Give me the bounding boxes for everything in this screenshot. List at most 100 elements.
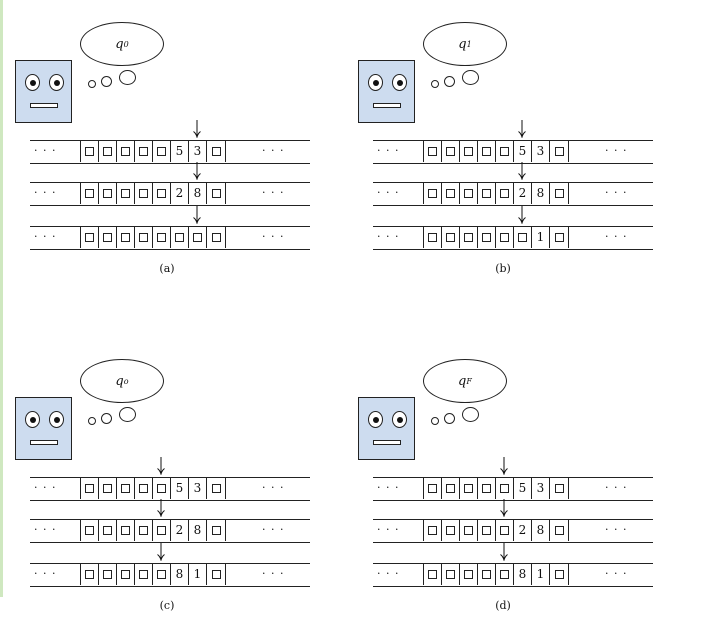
- state-subscript: o: [123, 376, 129, 386]
- state-label: q: [458, 373, 467, 389]
- robot-head: [15, 60, 72, 123]
- state-label: q: [115, 36, 124, 52]
- blank-symbol-icon: [85, 569, 94, 579]
- blank-symbol-icon: [157, 483, 166, 493]
- tape-cell: 1: [532, 226, 550, 248]
- thought-dot-3: [119, 407, 136, 422]
- tape-left-ellipsis: · · ·: [377, 567, 400, 580]
- tape-cell: [189, 226, 207, 248]
- tape-cell: [153, 477, 171, 499]
- thought-dot-2: [444, 76, 455, 87]
- cell-symbol: 8: [193, 523, 202, 537]
- left-pupil: [373, 80, 379, 86]
- blank-symbol-icon: [464, 483, 473, 493]
- panel-caption: (c): [159, 599, 175, 612]
- tape-cell: [99, 563, 117, 585]
- tape-cell: [478, 140, 496, 162]
- tape-cell: [117, 519, 135, 541]
- head-arrow-icon: [500, 543, 508, 561]
- cell-symbol: 1: [536, 567, 545, 581]
- blank-symbol-icon: [121, 232, 130, 242]
- tape-cell: 8: [189, 519, 207, 541]
- tape-right-ellipsis: · · ·: [605, 523, 628, 536]
- tape-cell: [135, 182, 153, 204]
- cell-symbol: 3: [536, 481, 545, 495]
- tape-cell: [442, 563, 460, 585]
- blank-symbol-icon: [464, 232, 473, 242]
- blank-symbol-icon: [157, 232, 166, 242]
- tape-cell: [424, 519, 442, 541]
- tape-cell: [550, 140, 568, 162]
- blank-symbol-icon: [554, 525, 564, 535]
- robot-head: [15, 397, 72, 460]
- blank-symbol-icon: [139, 146, 148, 156]
- right-eye-icon: [49, 74, 64, 91]
- tape-cell: [135, 477, 153, 499]
- blank-symbol-icon: [139, 525, 148, 535]
- tape-cell: 3: [189, 140, 207, 162]
- state-label: q: [458, 36, 467, 52]
- tape-right-ellipsis: · · ·: [262, 186, 285, 199]
- tape-cell: [442, 140, 460, 162]
- tape-cell: [550, 563, 568, 585]
- blank-symbol-icon: [446, 569, 455, 579]
- blank-symbol-icon: [500, 569, 509, 579]
- tape-cell: [496, 519, 514, 541]
- blank-symbol-icon: [554, 569, 564, 579]
- thought-dot-3: [119, 70, 136, 85]
- tape-right-ellipsis: · · ·: [605, 144, 628, 157]
- tape-cell: [81, 140, 99, 162]
- blank-symbol-icon: [103, 483, 112, 493]
- blank-symbol-icon: [121, 146, 130, 156]
- left-pupil: [373, 417, 379, 423]
- blank-symbol-icon: [121, 569, 130, 579]
- blank-symbol-icon: [554, 232, 564, 242]
- blank-symbol-icon: [103, 569, 112, 579]
- cell-symbol: 8: [193, 186, 202, 200]
- cell-symbol: 3: [536, 144, 545, 158]
- tape-cell: [207, 563, 225, 585]
- tape-cell: [207, 182, 225, 204]
- tape-cell: 1: [189, 563, 207, 585]
- thought-dot-1: [431, 80, 439, 88]
- tape-cell: [460, 477, 478, 499]
- tape-cell: [153, 182, 171, 204]
- blank-symbol-icon: [139, 569, 148, 579]
- tape-cell: [424, 563, 442, 585]
- tape-cell: [478, 519, 496, 541]
- tape-cell: [460, 563, 478, 585]
- cell-symbol: 8: [175, 567, 184, 581]
- blank-symbol-icon: [554, 146, 564, 156]
- tape-cell: [496, 226, 514, 248]
- tape-cell: [81, 563, 99, 585]
- tape-cell: [99, 519, 117, 541]
- tape-cell: [496, 140, 514, 162]
- blank-symbol-icon: [554, 188, 564, 198]
- blank-symbol-icon: [446, 483, 455, 493]
- tape-right-ellipsis: · · ·: [262, 567, 285, 580]
- tape-cell: [442, 226, 460, 248]
- tape-cell: [99, 140, 117, 162]
- cell-symbol: 5: [518, 144, 527, 158]
- tape-cells: 1: [423, 226, 569, 248]
- tape-cell: [117, 226, 135, 248]
- cell-symbol: 5: [518, 481, 527, 495]
- tape-cell: [478, 563, 496, 585]
- tape-cell: [81, 182, 99, 204]
- robot-head: [358, 60, 415, 123]
- tape-right-ellipsis: · · ·: [262, 230, 285, 243]
- tape-right-ellipsis: · · ·: [262, 144, 285, 157]
- head-arrow-icon: [500, 457, 508, 475]
- right-pupil: [397, 417, 403, 423]
- cell-symbol: 3: [193, 144, 202, 158]
- tape-cell: [207, 226, 225, 248]
- tape-cell: [442, 182, 460, 204]
- tape-cell: [550, 477, 568, 499]
